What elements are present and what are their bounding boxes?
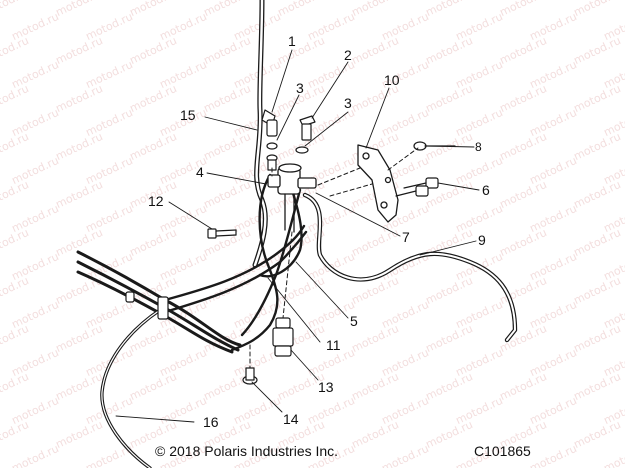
valve-body [267,163,317,233]
callout-15: 15 [180,107,196,123]
bolt-2 [295,115,316,154]
callout-13: 13 [318,379,334,395]
sensor-13 [272,317,294,357]
callout-1: 1 [288,33,296,49]
callout-2: 2 [344,47,352,63]
callout-6: 6 [482,182,490,198]
callout-11: 11 [326,337,341,353]
callout-9: 9 [478,232,486,248]
hose-lower [100,308,162,468]
callout-3-upper: 3 [296,80,304,96]
callout-10: 10 [384,72,400,88]
callout-14: 14 [283,411,299,427]
callout-7: 7 [402,229,410,245]
callout-8: 8 [475,140,482,154]
hose-right [302,192,518,343]
callout-4: 4 [196,164,204,180]
leader-lines [115,49,480,423]
hose-vertical [252,0,268,268]
callout-16: 16 [203,414,219,430]
hose-clamp [125,291,169,320]
copyright-notice: © 2018 Polaris Industries Inc. [155,443,339,459]
callout-12: 12 [148,193,164,209]
assembly-lines [249,147,419,371]
callout-3-right: 3 [344,95,352,111]
callout-5: 5 [350,313,358,329]
hose-loops [230,173,303,352]
screw-14 [242,367,258,385]
bolt-12 [207,228,237,239]
bolts-6 [395,177,439,197]
callout-labels: 1 2 3 3 4 5 6 7 8 9 10 11 12 13 14 15 16 [148,33,490,430]
bracket-10 [357,144,399,223]
fitting-banjo [261,109,278,171]
hose-bundle-left [76,224,308,354]
figure-id: C101865 [474,443,531,459]
